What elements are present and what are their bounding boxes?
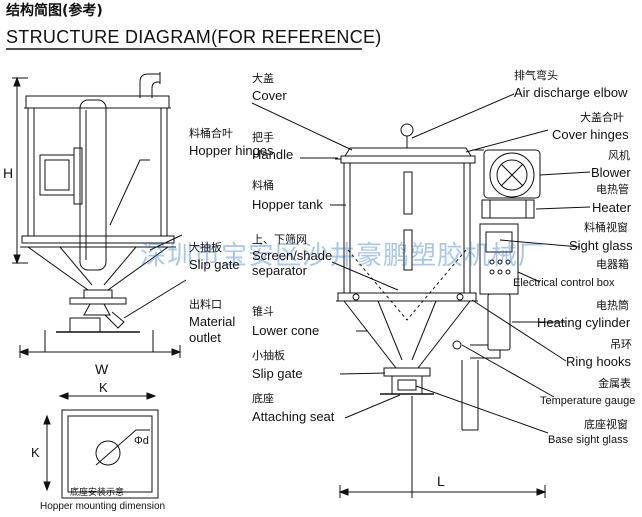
mounting-detail-drawing [43,392,159,499]
left-dryer-drawing [12,72,187,358]
watermark: 深圳市宝安区沙井豪鹏塑胶机械厂 [140,241,546,271]
temp-gauge-cn: 金属表 [598,377,631,390]
screen-cn: 上、下筛网 [252,233,307,246]
cover-hinges-cn: 大盖合叶 [580,111,624,124]
base-sight-cn: 底座视窗 [584,418,628,431]
hopper-tank-en: Hopper tank [252,197,323,212]
air-elbow-en: Air discharge elbow [514,85,628,100]
slip-gate-left-cn: 大抽板 [189,241,222,254]
material-outlet-en: Material outlet [189,314,236,345]
mounting-caption-en: Hopper mounting dimension [40,501,166,512]
hopper-hinges-cn: 料桶合叶 [189,127,233,140]
dim-h-label: H [3,165,14,181]
lower-cone-en: Lower cone [252,323,320,338]
heater-cn: 电热管 [596,183,629,196]
base-sight-en: Base sight glass [548,434,629,446]
lower-cone-cn: 锥斗 [252,305,274,318]
heater-en: Heater [592,200,632,215]
blower-cn: 风机 [608,149,630,162]
air-elbow-cn: 排气弯头 [514,69,558,82]
hopper-hinges-en: Hopper hinges [189,143,274,158]
material-outlet-cn: 出料口 [189,298,222,311]
dim-k-top: K [99,380,108,395]
sight-glass-en: Sight glass [569,238,633,253]
handle-en: Handle [252,147,294,162]
screen-en: Screen/shade separator [252,248,333,278]
attaching-seat-en: Attaching seat [252,409,335,424]
mounting-caption-cn: 底座安装示意 [70,488,125,498]
electrical-box-en: Electrical control box [513,277,615,289]
dim-l-label: L [437,473,445,489]
cover-hinges-en: Cover hinges [552,127,629,142]
electrical-box-cn: 电器箱 [596,258,629,271]
slip-gate-cn: 小抽板 [252,349,285,362]
dim-k-side: K [31,445,40,460]
handle-cn: 把手 [252,131,274,144]
slip-gate-en: Slip gate [252,366,303,381]
sight-glass-cn: 料桶视窗 [584,221,628,234]
heating-cylinder-cn: 电热筒 [596,299,629,312]
slip-gate-left-en: Slip gate [189,257,240,272]
blower-en: Blower [591,165,631,180]
main-dryer-drawing [251,93,591,498]
ring-hooks-en: Ring hooks [566,354,632,369]
dim-w-label: W [95,361,109,377]
title-cn: 结构简图(参考) [6,3,103,19]
heating-cylinder-en: Heating cylinder [537,315,631,330]
dim-d-label: Φd [134,435,149,447]
attaching-seat-cn: 底座 [252,392,274,405]
cover-cn: 大盖 [252,72,274,85]
ring-hooks-cn: 吊环 [610,338,632,351]
temp-gauge-en: Temperature gauge [540,395,636,407]
hopper-tank-cn: 料桶 [252,179,274,192]
title-en: STRUCTURE DIAGRAM(FOR REFERENCE) [6,27,382,47]
cover-en: Cover [252,88,287,103]
